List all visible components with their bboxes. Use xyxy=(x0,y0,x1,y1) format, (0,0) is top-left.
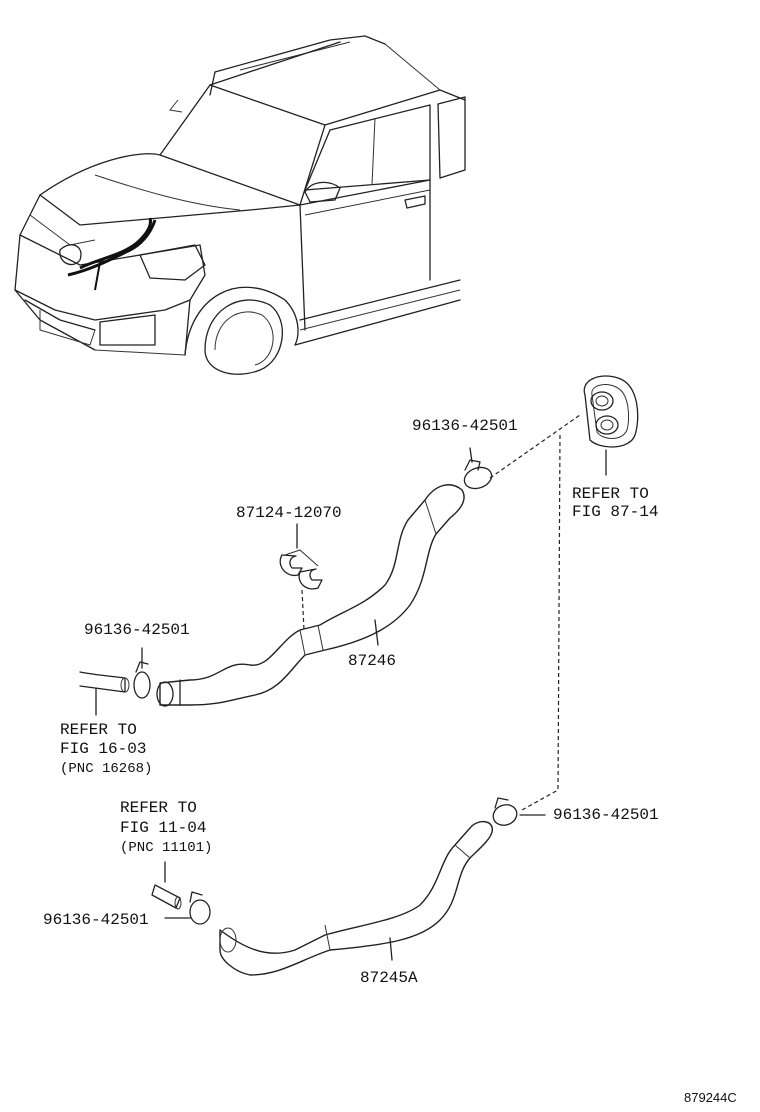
dashed-guide-top xyxy=(489,414,581,479)
leader-clamp-top xyxy=(469,447,473,463)
refer-lower-line3: (PNC 11101) xyxy=(120,840,213,856)
refer-left-line2: FIG 16-03 xyxy=(60,740,147,758)
figure-id: 879244C xyxy=(684,1090,737,1105)
leader-hose-lower xyxy=(389,937,393,961)
leader-hose-upper xyxy=(374,619,379,646)
clamp-left xyxy=(133,661,151,699)
pipe-lower-left xyxy=(151,884,182,910)
part-number-clip: 87124-12070 xyxy=(236,504,342,522)
refer-left-line1: REFER TO xyxy=(60,721,137,739)
pipe-left xyxy=(79,671,130,693)
clamp-right xyxy=(492,797,518,826)
refer-grommet-line2: FIG 87-14 xyxy=(572,503,659,521)
dashed-guide-vertical xyxy=(521,434,561,811)
part-number-clamp-right: 96136-42501 xyxy=(553,806,659,824)
refer-lower-line2: FIG 11-04 xyxy=(120,819,207,837)
dashed-guide-clip xyxy=(301,589,305,631)
hose-upper-87246 xyxy=(156,484,465,707)
hose-lower-87245a xyxy=(219,821,493,976)
part-number-hose-lower: 87245A xyxy=(360,969,418,987)
part-number-hose-upper: 87246 xyxy=(348,652,397,670)
refer-left-line3: (PNC 16268) xyxy=(60,761,153,777)
part-number-clamp-lower-left: 96136-42501 xyxy=(43,911,149,929)
clamp-lower-left xyxy=(189,891,211,925)
part-number-clamp-left: 96136-42501 xyxy=(84,621,190,639)
refer-grommet-line1: REFER TO xyxy=(572,485,649,503)
refer-lower-line1: REFER TO xyxy=(120,799,197,817)
part-number-clamp-top: 96136-42501 xyxy=(412,417,518,435)
vehicle-illustration xyxy=(14,35,466,375)
clip xyxy=(279,549,323,590)
clamp-top xyxy=(463,459,493,490)
grommet xyxy=(583,375,639,448)
